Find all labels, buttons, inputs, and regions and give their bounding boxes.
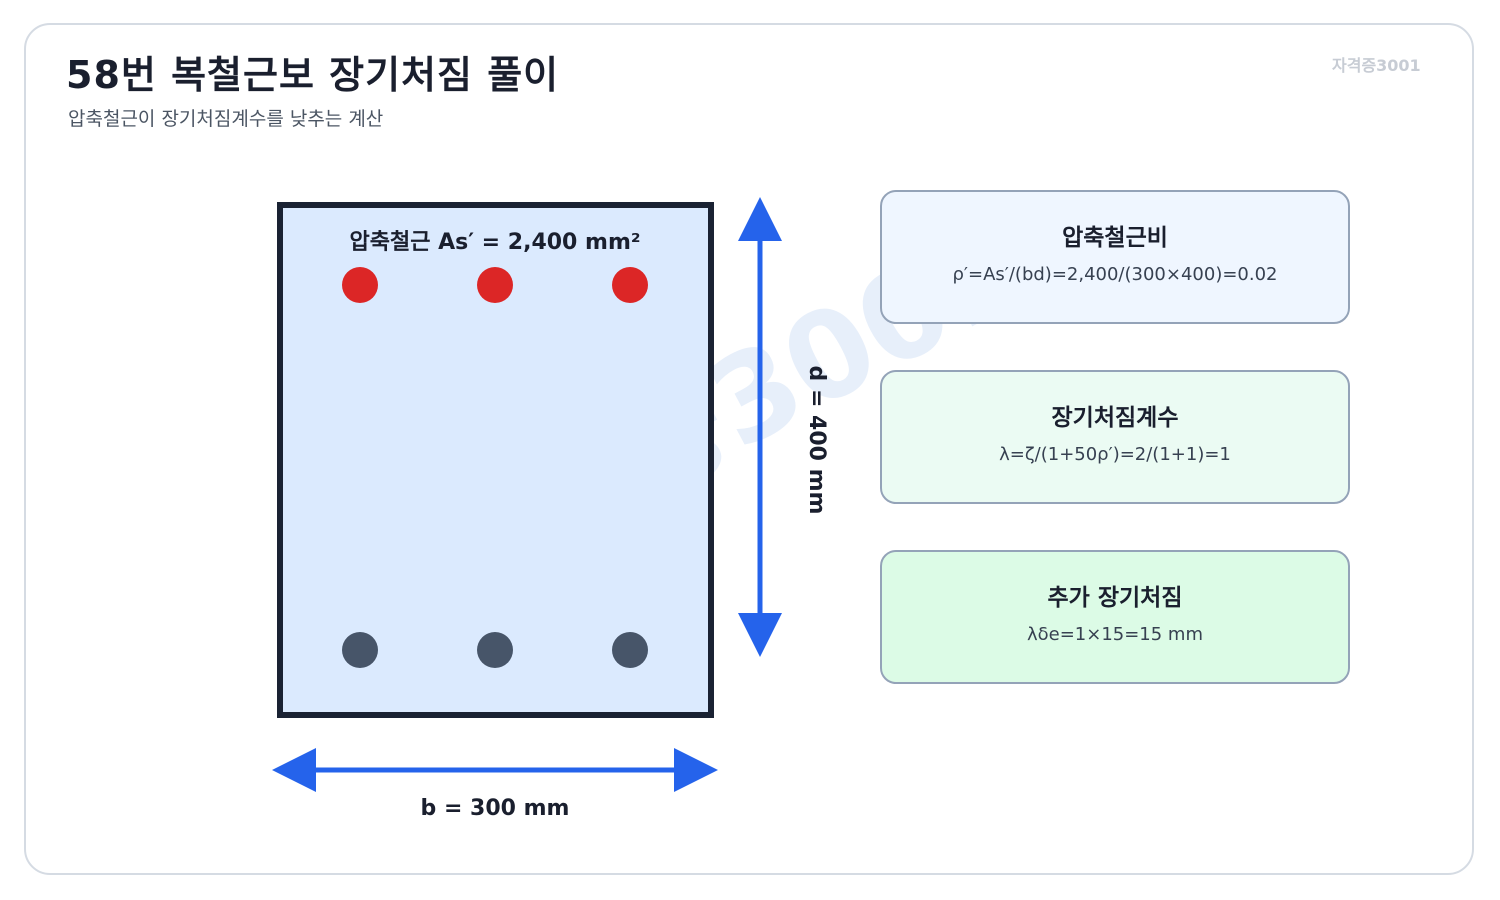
- width-label: b = 300 mm: [421, 796, 570, 821]
- box-formula: ρ′=As′/(bd)=2,400/(300×400)=0.02: [952, 264, 1278, 285]
- depth-dimension-arrow: [738, 197, 782, 657]
- compression-bar: [612, 267, 648, 303]
- long-term-factor-box: 장기처짐계수 λ=ζ/(1+50ρ′)=2/(1+1)=1: [880, 370, 1350, 504]
- box-title: 추가 장기처짐: [1047, 585, 1183, 611]
- box-title: 장기처짐계수: [1051, 405, 1179, 431]
- brand-label: 자격증3001: [1332, 56, 1421, 75]
- tension-bar: [612, 632, 648, 668]
- compression-bar: [342, 267, 378, 303]
- additional-deflection-box: 추가 장기처짐 λδe=1×15=15 mm: [880, 550, 1350, 684]
- tension-bar: [477, 632, 513, 668]
- box-formula: λδe=1×15=15 mm: [1026, 624, 1204, 645]
- box-formula: λ=ζ/(1+50ρ′)=2/(1+1)=1: [999, 444, 1231, 465]
- tension-bar: [342, 632, 378, 668]
- box-title: 압축철근비: [1062, 225, 1168, 251]
- compression-bar: [477, 267, 513, 303]
- compression-steel-label: 압축철근 As′ = 2,400 mm²: [349, 230, 640, 255]
- page-subtitle: 압축철근이 장기처짐계수를 낮추는 계산: [68, 108, 384, 130]
- page-title: 58번 복철근보 장기처짐 풀이: [66, 53, 560, 97]
- compression-ratio-box: 압축철근비 ρ′=As′/(bd)=2,400/(300×400)=0.02: [880, 190, 1350, 324]
- width-dimension-arrow: [272, 748, 718, 792]
- depth-label: d = 400 mm: [804, 366, 829, 515]
